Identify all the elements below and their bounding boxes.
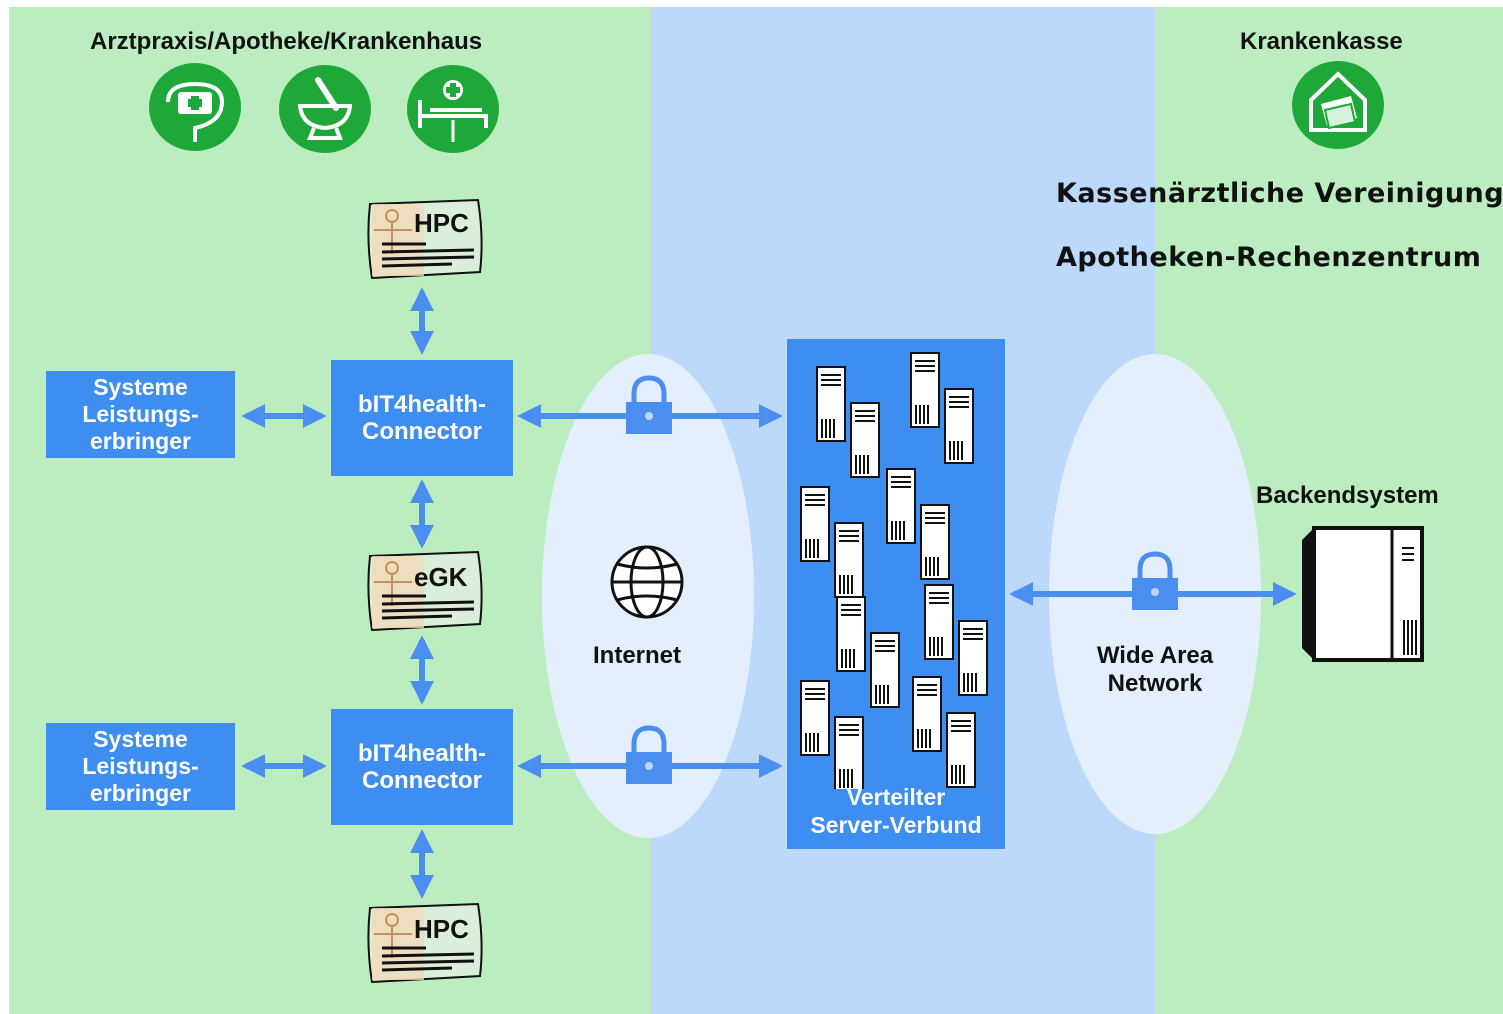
entity-arz: Apotheken-Rechenzentrum [1056, 242, 1482, 273]
practice-zone [9, 7, 651, 1014]
systeme-bottom-line2: Leistungs- [82, 753, 199, 779]
systeme-bottom-line1: Systeme [93, 726, 188, 752]
server-tower-icon [886, 468, 916, 544]
connector-bottom-line2: Connector [362, 767, 482, 794]
lock-icon-wan [1132, 551, 1178, 610]
wan-label-2: Network [1107, 670, 1203, 697]
globe-icon [610, 545, 684, 619]
medical-practice-icon [149, 63, 241, 151]
connector-box-bottom: bIT4health- Connector [331, 709, 513, 825]
server-tower-icon [944, 388, 974, 464]
lock-icon-bottom [626, 725, 672, 784]
backend-label: Backendsystem [1256, 482, 1439, 509]
backend-server-icon [1302, 526, 1424, 662]
hpc-card-bottom: HPC [367, 902, 483, 984]
server-tower-icon [870, 632, 900, 708]
hpc-bottom-label: HPC [414, 914, 469, 944]
hospital-bed-icon [407, 65, 499, 153]
server-tower-icon [800, 486, 830, 562]
server-cluster-label-1: Verteilter [846, 784, 946, 810]
server-tower-icon [834, 522, 864, 598]
connector-top-line2: Connector [362, 418, 482, 445]
server-tower-icon [946, 712, 976, 788]
lock-icon-top [626, 375, 672, 434]
server-tower-icon [910, 352, 940, 428]
connector-box-top: bIT4health- Connector [331, 360, 513, 476]
server-tower-icon [800, 680, 830, 756]
systeme-bottom-line3: erbringer [90, 780, 191, 806]
server-cluster-label-2: Server-Verbund [810, 812, 982, 838]
systeme-box-bottom: Systeme Leistungs- erbringer [46, 723, 235, 810]
egk-label: eGK [414, 562, 468, 592]
hpc-card-top: HPC [367, 198, 483, 280]
server-tower-icon [816, 366, 846, 442]
server-tower-icon [836, 596, 866, 672]
internet-label: Internet [593, 642, 682, 669]
insurance-heading: Krankenkasse [1240, 28, 1403, 55]
systeme-box-top: Systeme Leistungs- erbringer [46, 371, 235, 458]
wan-label-1: Wide Area [1096, 642, 1214, 669]
server-tower-icon [850, 402, 880, 478]
entity-kv: Kassenärztliche Vereinigung [1056, 178, 1503, 209]
egk-card: eGK [367, 550, 483, 632]
server-rack-group [800, 352, 988, 789]
systeme-top-line1: Systeme [93, 374, 188, 400]
systeme-top-line3: erbringer [90, 428, 191, 454]
systeme-top-line2: Leistungs- [82, 401, 199, 427]
server-tower-icon [834, 716, 864, 789]
practice-heading: Arztpraxis/Apotheke/Krankenhaus [90, 28, 483, 55]
server-tower-icon [924, 584, 954, 660]
pharmacy-mortar-icon [279, 65, 371, 153]
server-tower-icon [912, 676, 942, 752]
health-insurance-files-icon [1292, 61, 1384, 149]
connector-bottom-line1: bIT4health- [357, 740, 486, 767]
connector-top-line1: bIT4health- [357, 391, 486, 418]
hpc-top-label: HPC [414, 208, 469, 238]
server-tower-icon [920, 504, 950, 580]
server-tower-icon [958, 620, 988, 696]
